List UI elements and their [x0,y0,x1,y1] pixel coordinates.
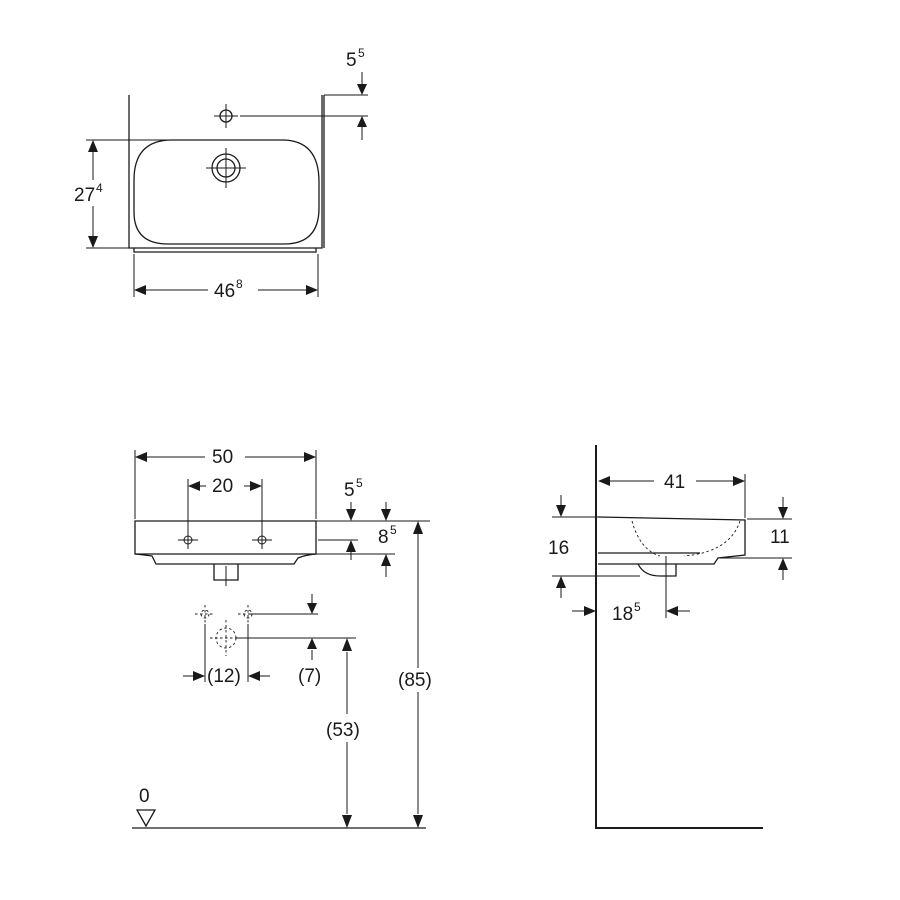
basin-front-outline [134,520,317,565]
dim-label: 16 [548,538,569,559]
dim-waste-offset: (7) [236,594,356,687]
dim-bowl-width: 46 8 [133,254,319,302]
dim-overall-width: 50 [134,447,317,519]
dim-bowl-depth: 11 [720,497,792,580]
dim-waste-height: (53) [326,638,360,828]
dim-waste-spacing: (12) [183,624,270,687]
dim-label: 50 [212,447,233,468]
side-view: 41 11 16 18 5 [548,445,792,829]
dim-projection: 41 [598,472,746,518]
dim-label: (7) [298,666,321,687]
dim-label: 20 [212,476,233,497]
dim-label: 27 [74,185,95,206]
supply-mark-icon [195,605,215,623]
dim-label: 5 [344,480,355,501]
dim-label: (85) [398,670,432,691]
fixing-mark-icon [252,531,272,549]
wall [595,445,763,829]
dim-label-sup: 8 [236,277,243,291]
dim-label-sup: 5 [634,600,641,614]
dim-top-offset: 5 5 [316,476,430,560]
fixing-mark-icon [178,531,198,549]
dim-label: 46 [214,281,235,302]
basin-front-lip [133,248,317,253]
dim-label-sup: 5 [358,46,365,60]
dim-label-sup: 5 [356,476,363,490]
top-view: 5 5 27 4 46 8 [74,46,368,302]
dim-label: 41 [664,472,685,493]
basin-outline [128,95,323,249]
dim-label: 11 [770,527,790,548]
dim-label: 5 [346,50,357,71]
dim-label: 18 [612,604,633,625]
dim-total-height: 16 [548,495,640,598]
dim-waste-projection: 18 5 [572,600,690,625]
tap-hole-icon [214,104,238,128]
floor-level-label: 0 [139,786,150,807]
drain-icon [206,148,246,188]
dim-label: 8 [378,527,389,548]
front-view: 50 20 5 5 [132,447,432,829]
dim-depth: 27 4 [74,139,168,249]
dim-fixing-height: 8 5 [316,502,397,577]
dim-label: (53) [326,720,360,741]
dim-fixing-spacing: 20 [187,476,263,532]
floor-level-marker-icon [135,809,157,828]
dim-label-sup: 5 [390,523,397,537]
dim-label-sup: 4 [96,181,103,195]
dim-tap-hole-offset: 5 5 [240,46,368,140]
basin-side-outline [597,516,746,565]
basin-bowl [133,139,320,245]
floor-level: 0 [132,786,426,829]
dim-label: (12) [207,666,241,687]
dim-rim-height: (85) [398,521,432,828]
